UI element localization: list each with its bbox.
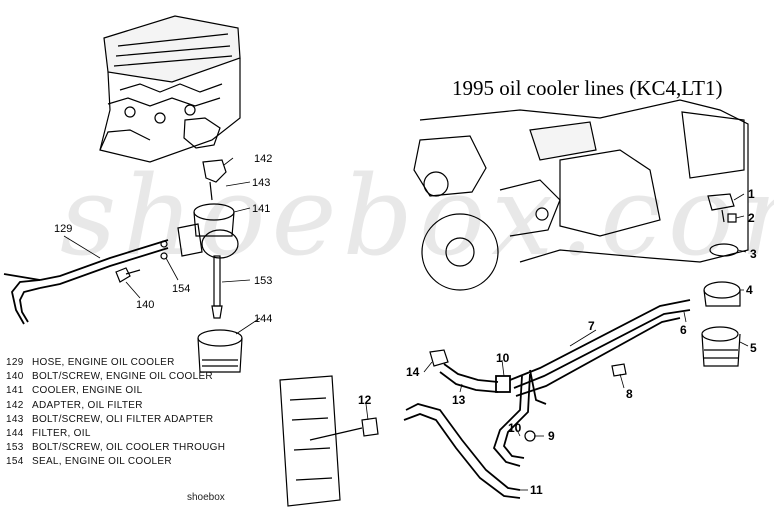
bolt-8 xyxy=(611,363,627,377)
callout-12: 12 xyxy=(358,393,372,407)
legend-number: 144 xyxy=(6,428,24,440)
legend-row: 144 FILTER, OIL xyxy=(6,427,225,441)
fitting-12 xyxy=(361,417,379,437)
callout-140: 140 xyxy=(136,299,154,311)
engine-right xyxy=(413,99,749,291)
callout-2: 2 xyxy=(748,211,755,225)
callout-1: 1 xyxy=(748,187,755,201)
legend-row: 143 BOLT/SCREW, OLI FILTER ADAPTER xyxy=(6,413,225,427)
legend-row: 153 BOLT/SCREW, OIL COOLER THROUGH xyxy=(6,441,225,455)
diagram-title: 1995 oil cooler lines (KC4,LT1) xyxy=(452,76,723,100)
clip-9 xyxy=(524,430,536,442)
legend-row: 129 HOSE, ENGINE OIL COOLER xyxy=(6,356,225,370)
callout-5: 5 xyxy=(750,341,757,355)
legend-description: FILTER, OIL xyxy=(32,428,91,440)
legend-row: 154 SEAL, ENGINE OIL COOLER xyxy=(6,455,225,469)
legend-row: 140 BOLT/SCREW, ENGINE OIL COOLER xyxy=(6,370,225,384)
legend-number: 154 xyxy=(6,456,24,468)
callout-10b: 10 xyxy=(508,421,522,435)
legend-row: 141 COOLER, ENGINE OIL xyxy=(6,384,225,398)
callout-141: 141 xyxy=(252,203,270,215)
callout-13: 13 xyxy=(452,393,466,407)
callout-129: 129 xyxy=(54,223,72,235)
legend-description: HOSE, ENGINE OIL COOLER xyxy=(32,357,175,368)
hose-13 xyxy=(439,363,511,393)
cooler-lines-7 xyxy=(492,299,691,467)
legend-description: BOLT/SCREW, OLI FILTER ADAPTER xyxy=(32,413,214,425)
callout-144: 144 xyxy=(254,313,272,325)
cooler-hose-129 xyxy=(3,239,169,325)
legend-description: BOLT/SCREW, OIL COOLER THROUGH xyxy=(32,442,226,454)
fitting-14 xyxy=(429,349,449,367)
callout-3: 3 xyxy=(750,247,757,261)
callout-7: 7 xyxy=(588,319,595,333)
callout-4: 4 xyxy=(746,283,753,297)
callout-14: 14 xyxy=(406,365,420,379)
legend-number: 142 xyxy=(6,399,24,411)
callout-9: 9 xyxy=(548,429,555,443)
callout-143: 143 xyxy=(252,177,270,189)
callout-11: 11 xyxy=(530,483,543,497)
credit-text: shoebox xyxy=(187,492,225,503)
bolt-140 xyxy=(115,267,141,283)
right-filter-stack xyxy=(701,193,741,367)
legend-description: COOLER, ENGINE OIL xyxy=(32,385,143,397)
nut-2 xyxy=(727,213,737,223)
callout-6: 6 xyxy=(680,323,687,337)
engine-block-left xyxy=(99,15,241,163)
seal-154a xyxy=(160,240,168,248)
callout-142: 142 xyxy=(254,153,272,165)
legend-number: 129 xyxy=(6,357,24,368)
legend-number: 141 xyxy=(6,385,24,397)
callout-10a: 10 xyxy=(496,351,510,365)
legend-row: 142 ADAPTER, OIL FILTER xyxy=(6,399,225,413)
callout-153: 153 xyxy=(254,275,272,287)
legend-number: 140 xyxy=(6,371,24,383)
legend-number: 153 xyxy=(6,442,24,454)
callout-8: 8 xyxy=(626,387,633,401)
legend-description: BOLT/SCREW, ENGINE OIL COOLER xyxy=(32,371,213,383)
seal-154b xyxy=(160,252,168,260)
legend-number: 143 xyxy=(6,413,24,425)
callout-154: 154 xyxy=(172,283,190,295)
legend-description: ADAPTER, OIL FILTER xyxy=(32,399,143,411)
lower-block xyxy=(279,375,341,507)
oil-filter-144 xyxy=(197,329,243,373)
hose-11 xyxy=(403,403,521,499)
legend-description: SEAL, ENGINE OIL COOLER xyxy=(32,456,172,468)
